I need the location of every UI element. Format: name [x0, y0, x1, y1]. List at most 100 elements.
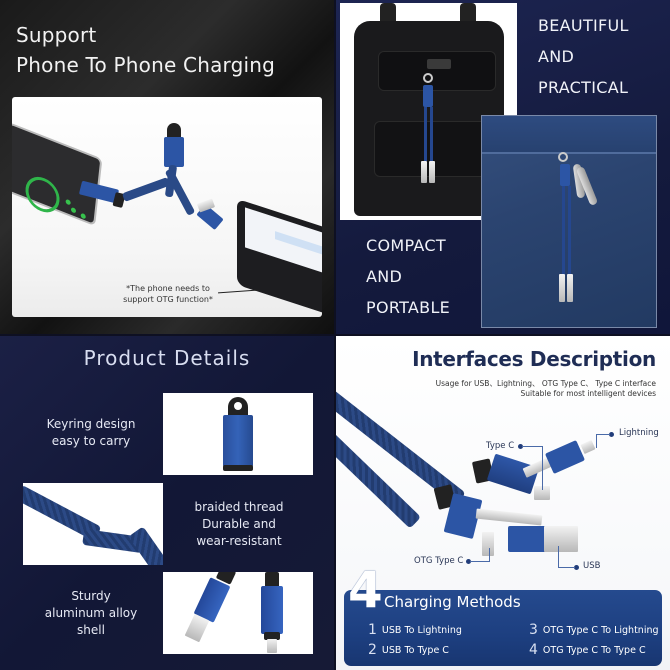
callout-lightning: Lightning — [619, 428, 659, 438]
jeans-seam — [482, 152, 656, 154]
feature-line: Sturdy — [71, 589, 111, 603]
callout-line — [522, 446, 542, 447]
product-details-title: Product Details — [83, 346, 251, 370]
backpack-photo — [340, 3, 517, 220]
keyring-housing — [560, 164, 570, 186]
subtitle-line: Usage for USB、Lightning、 OTG Type C、 Typ… — [435, 379, 656, 388]
housing-base — [223, 465, 253, 471]
feature-line: Durable and — [202, 517, 276, 531]
feature-line: Keyring design — [46, 417, 136, 431]
cable-segment — [121, 177, 171, 202]
lifestyle-panel: BEAUTIFUL AND PRACTICAL COMPACT AND PORT… — [336, 0, 670, 334]
method-label: OTG Type C To Lightning — [542, 625, 659, 636]
backpack-strap — [380, 3, 396, 25]
charging-method-4: 4 OTG Type C To Type C — [529, 642, 646, 658]
method-label: OTG Type C To Type C — [542, 645, 646, 656]
callout-line — [558, 546, 559, 568]
keyring-loop — [167, 123, 181, 139]
method-number: 4 — [529, 642, 538, 658]
lightning-connector — [544, 440, 586, 474]
usb-plug — [184, 613, 210, 643]
charging-ring-icon — [23, 171, 62, 218]
cable-segment — [562, 186, 565, 276]
keyring-detail-photo — [163, 393, 313, 475]
callout-dot-icon — [518, 444, 523, 449]
subtitle-line: Suitable for most intelligent devices — [520, 389, 656, 398]
phone-charging-panel: Support Phone To Phone Charging *The pho… — [0, 0, 334, 334]
connector-tip — [559, 274, 565, 302]
charging-dot-icon — [80, 212, 86, 220]
method-number: 1 — [368, 622, 377, 638]
charging-methods-box — [344, 590, 662, 666]
backpack-body — [354, 21, 504, 216]
product-details-panel: Product Details Keyring design easy to c… — [0, 336, 334, 670]
lightning-plug — [580, 439, 596, 455]
phone-charging-title: Support Phone To Phone Charging — [16, 20, 275, 80]
feature-line: wear-resistant — [196, 534, 282, 548]
callout-otg-type-c: OTG Type C — [414, 556, 464, 566]
charging-dot-icon — [70, 206, 77, 214]
headline-beautiful-practical: BEAUTIFUL AND PRACTICAL — [538, 10, 629, 103]
interfaces-subtitle: Usage for USB、Lightning、 OTG Type C、 Typ… — [336, 379, 656, 399]
backpack-badge — [427, 59, 451, 69]
feature-aluminum-text: Sturdy aluminum alloy shell — [30, 588, 152, 639]
headline-compact-portable: COMPACT AND PORTABLE — [366, 230, 450, 323]
backpack-strap — [460, 3, 476, 25]
headline-word: PRACTICAL — [538, 78, 629, 97]
connector-tip — [421, 161, 427, 183]
lightning-plug — [267, 639, 277, 653]
headline-word: AND — [366, 267, 403, 286]
charging-method-1: 1 USB To Lightning — [368, 622, 462, 638]
note-line-1: *The phone needs to — [126, 284, 210, 293]
note-line-2: support OTG function* — [123, 295, 213, 304]
keyring-housing — [164, 137, 184, 167]
callout-line — [596, 434, 610, 435]
callout-line — [542, 446, 543, 490]
method-label: USB To Lightning — [381, 625, 462, 636]
headline-word: BEAUTIFUL — [538, 16, 629, 35]
headline-word: COMPACT — [366, 236, 446, 255]
feature-line: braided thread — [194, 500, 284, 514]
title-line-1: Support — [16, 23, 97, 47]
backpack-pocket — [378, 51, 496, 91]
otg-note: *The phone needs to support OTG function… — [108, 283, 228, 305]
cable-segment — [424, 107, 427, 161]
callout-type-c: Type C — [486, 441, 515, 451]
method-number: 2 — [368, 642, 377, 658]
callout-dot-icon — [574, 565, 579, 570]
feature-braided-text: braided thread Durable and wear-resistan… — [178, 499, 300, 550]
feature-line: easy to carry — [51, 434, 131, 448]
charging-dot-icon — [65, 198, 71, 206]
callout-dot-icon — [609, 432, 614, 437]
phone-left-image — [12, 121, 103, 227]
connector-cap — [264, 632, 280, 640]
phone-charging-photo — [12, 97, 322, 317]
connector-tip — [567, 274, 573, 302]
usb-plug — [544, 526, 578, 552]
callout-usb: USB — [583, 561, 601, 571]
braided-cable-photo — [23, 483, 163, 565]
key-ring-icon — [558, 152, 568, 162]
title-line-2: Phone To Phone Charging — [16, 53, 276, 77]
type-c-plug — [534, 486, 550, 500]
feature-line: shell — [77, 623, 105, 637]
phone-right-image — [237, 198, 322, 317]
backpack-pocket — [374, 121, 498, 177]
jeans-waistband — [482, 116, 656, 154]
callout-dot-icon — [466, 559, 471, 564]
keyring-housing — [223, 415, 253, 467]
otg-type-c-plug — [482, 532, 494, 556]
connector-tip — [429, 161, 435, 183]
callout-line — [470, 561, 490, 562]
callout-line — [489, 548, 490, 562]
headline-word: PORTABLE — [366, 298, 451, 317]
headline-word: AND — [538, 47, 575, 66]
interfaces-title: Interfaces Description — [412, 347, 656, 371]
connector-cap — [265, 572, 279, 588]
jeans-photo — [481, 115, 657, 328]
usb-housing — [508, 526, 546, 552]
cable-segment — [430, 107, 433, 161]
charging-methods-title: Charging Methods — [384, 593, 521, 611]
